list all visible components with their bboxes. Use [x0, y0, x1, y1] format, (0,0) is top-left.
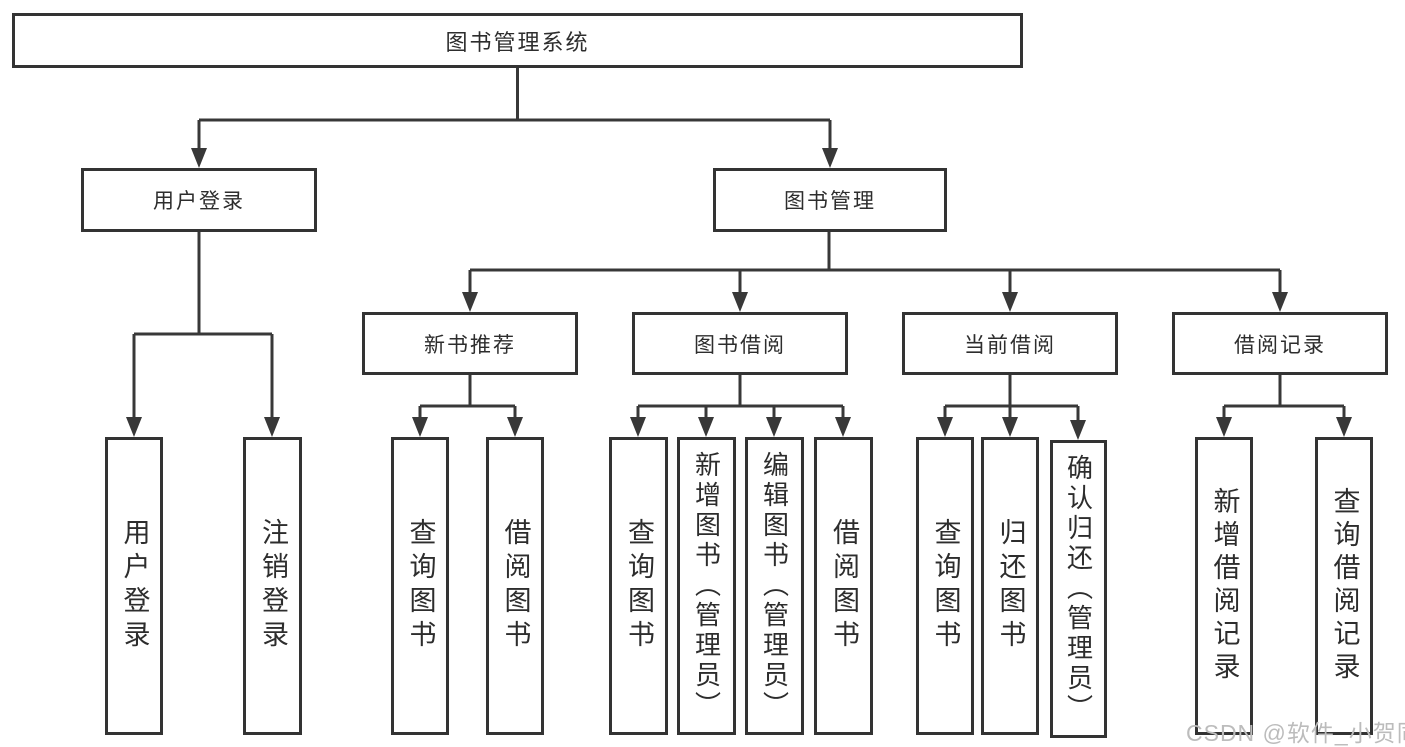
node-root-library-management-system: 图书管理系统 [12, 13, 1023, 68]
node-book-management: 图书管理 [713, 168, 947, 232]
node-leaf-logout-label: 注销登录 [258, 518, 288, 654]
node-leaf-current-query-books-label: 查询图书 [930, 518, 961, 654]
csdn-watermark: CSDN @软件_小贺同学 [1186, 720, 1405, 746]
node-new-book-recommendation: 新书推荐 [362, 312, 578, 375]
node-leaf-current-return-books-label: 归还图书 [995, 518, 1026, 654]
node-leaf-current-query-books: 查询图书 [916, 437, 974, 735]
node-leaf-borrow-edit-books-admin-label: 编辑图书（管理员） [759, 451, 790, 721]
node-leaf-borrow-borrow-books-label: 借阅图书 [829, 518, 859, 654]
node-leaf-records-add-record: 新增借阅记录 [1195, 437, 1253, 735]
node-book-borrowing: 图书借阅 [632, 312, 848, 375]
node-leaf-recommend-borrow-books-label: 借阅图书 [500, 518, 531, 654]
node-leaf-user-login: 用户登录 [105, 437, 163, 735]
node-new-book-recommendation-label: 新书推荐 [424, 333, 516, 357]
node-user-login: 用户登录 [81, 168, 317, 232]
node-leaf-borrow-edit-books-admin: 编辑图书（管理员） [745, 437, 804, 735]
node-leaf-borrow-query-books: 查询图书 [609, 437, 668, 735]
node-book-borrowing-label: 图书借阅 [694, 333, 786, 357]
node-current-borrowing-label: 当前借阅 [964, 333, 1056, 357]
node-leaf-current-confirm-return-admin: 确认归还（管理员） [1050, 440, 1107, 738]
node-borrowing-records: 借阅记录 [1172, 312, 1388, 375]
node-leaf-records-add-record-label: 新增借阅记录 [1209, 487, 1240, 685]
node-leaf-recommend-query-books-label: 查询图书 [405, 518, 436, 654]
node-leaf-current-return-books: 归还图书 [981, 437, 1039, 735]
node-leaf-recommend-borrow-books: 借阅图书 [486, 437, 544, 735]
node-leaf-records-query-record-label: 查询借阅记录 [1329, 487, 1360, 685]
node-leaf-current-confirm-return-admin-label: 确认归还（管理员） [1063, 454, 1094, 724]
node-leaf-logout: 注销登录 [243, 437, 302, 735]
node-leaf-recommend-query-books: 查询图书 [391, 437, 449, 735]
node-leaf-borrow-add-books-admin-label: 新增图书（管理员） [691, 451, 722, 721]
node-leaf-records-query-record: 查询借阅记录 [1315, 437, 1373, 735]
node-leaf-borrow-query-books-label: 查询图书 [624, 518, 654, 654]
node-root-label: 图书管理系统 [445, 29, 590, 55]
node-book-management-label: 图书管理 [784, 190, 876, 213]
node-leaf-borrow-add-books-admin: 新增图书（管理员） [677, 437, 736, 735]
node-user-login-label: 用户登录 [153, 190, 245, 213]
node-current-borrowing: 当前借阅 [902, 312, 1118, 375]
node-leaf-borrow-borrow-books: 借阅图书 [814, 437, 873, 735]
node-leaf-user-login-label: 用户登录 [119, 518, 150, 654]
node-borrowing-records-label: 借阅记录 [1234, 333, 1326, 357]
